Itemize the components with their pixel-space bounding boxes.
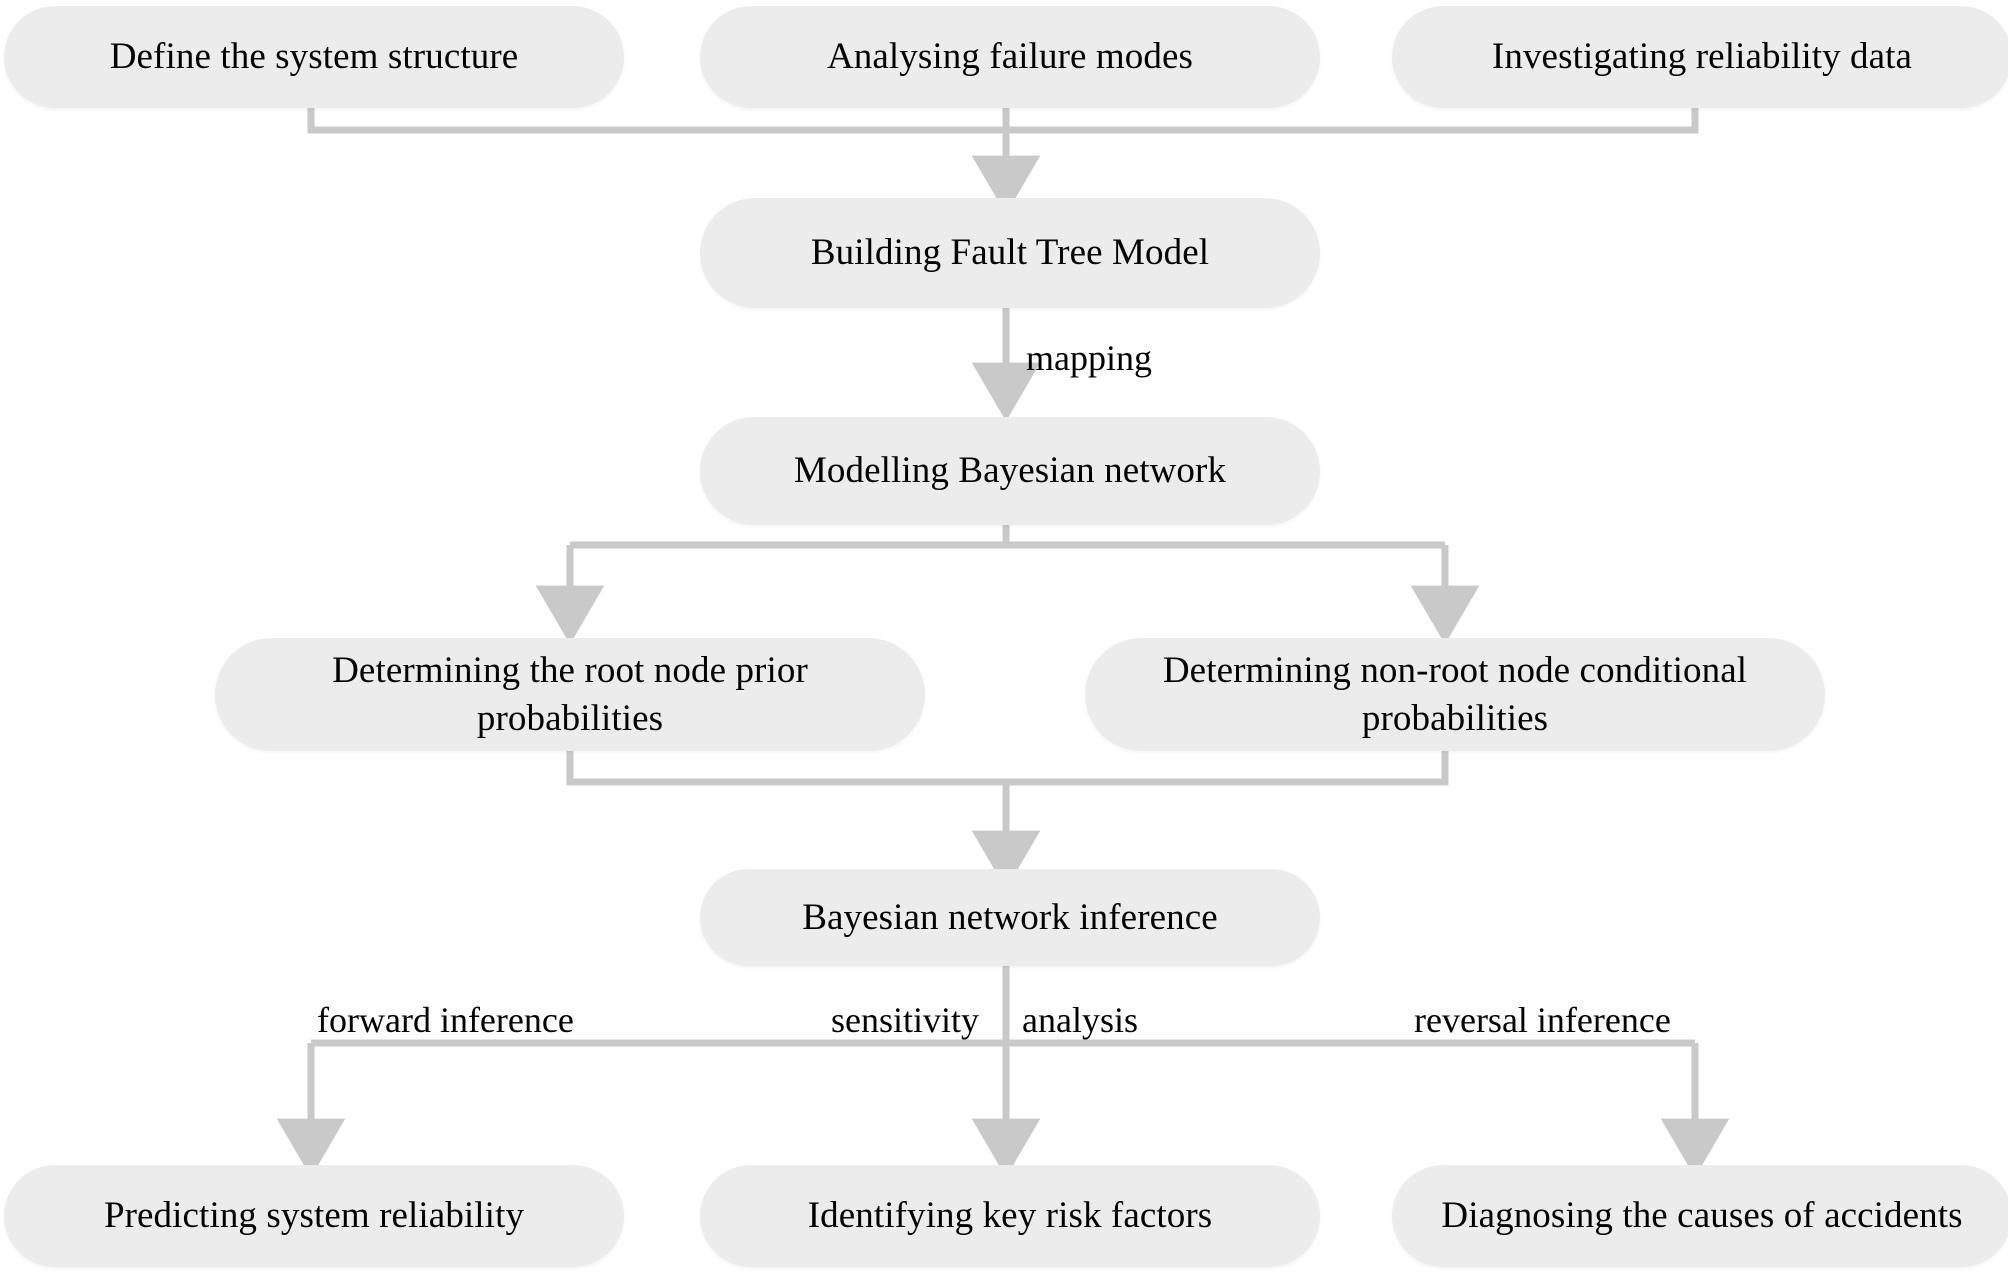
node-bayesian-network-inference[interactable]: Bayesian network inference (700, 869, 1320, 966)
edge-label-analysis: analysis (1022, 1000, 1138, 1040)
node-non-root-node-conditional-probabilities[interactable]: Determining non-root node conditional pr… (1085, 638, 1825, 751)
edge-inputs-merge-bar (307, 108, 1699, 134)
edge-label-reversal-inference: reversal inference (1414, 1000, 1671, 1040)
node-label: Bayesian network inference (802, 896, 1218, 938)
node-investigating-reliability-data[interactable]: Investigating reliability data (1392, 6, 2008, 108)
node-label: Identifying key risk factors (807, 1195, 1213, 1237)
node-label: Determining non-root node conditional pr… (1162, 650, 1748, 739)
node-identifying-key-risk-factors[interactable]: Identifying key risk factors (700, 1165, 1320, 1267)
edge-label-sensitivity: sensitivity (831, 1000, 980, 1040)
node-label: Diagnosing the causes of accidents (1441, 1195, 1963, 1237)
node-label: Analysing failure modes (826, 36, 1194, 78)
node-label: Predicting system reliability (103, 1195, 525, 1237)
node-building-fault-tree-model[interactable]: Building Fault Tree Model (700, 198, 1320, 308)
node-diagnosing-causes-of-accidents[interactable]: Diagnosing the causes of accidents (1392, 1165, 2008, 1267)
node-analysing-failure-modes[interactable]: Analysing failure modes (700, 6, 1320, 108)
node-predicting-system-reliability[interactable]: Predicting system reliability (4, 1165, 624, 1267)
node-label: Building Fault Tree Model (810, 232, 1210, 274)
node-define-system-structure[interactable]: Define the system structure (4, 6, 624, 108)
node-root-node-prior-probabilities[interactable]: Determining the root node prior probabil… (215, 638, 925, 751)
node-label: Investigating reliability data (1491, 36, 1913, 78)
edge-label-mapping: mapping (1026, 338, 1152, 378)
node-modelling-bayesian-network[interactable]: Modelling Bayesian network (700, 417, 1320, 525)
node-label: Determining the root node prior probabil… (332, 650, 808, 739)
node-label: Modelling Bayesian network (793, 450, 1227, 492)
node-label: Define the system structure (109, 36, 519, 78)
edge-probabilities-merge-bar (566, 751, 1449, 786)
edge-label-forward-inference: forward inference (317, 1000, 574, 1040)
